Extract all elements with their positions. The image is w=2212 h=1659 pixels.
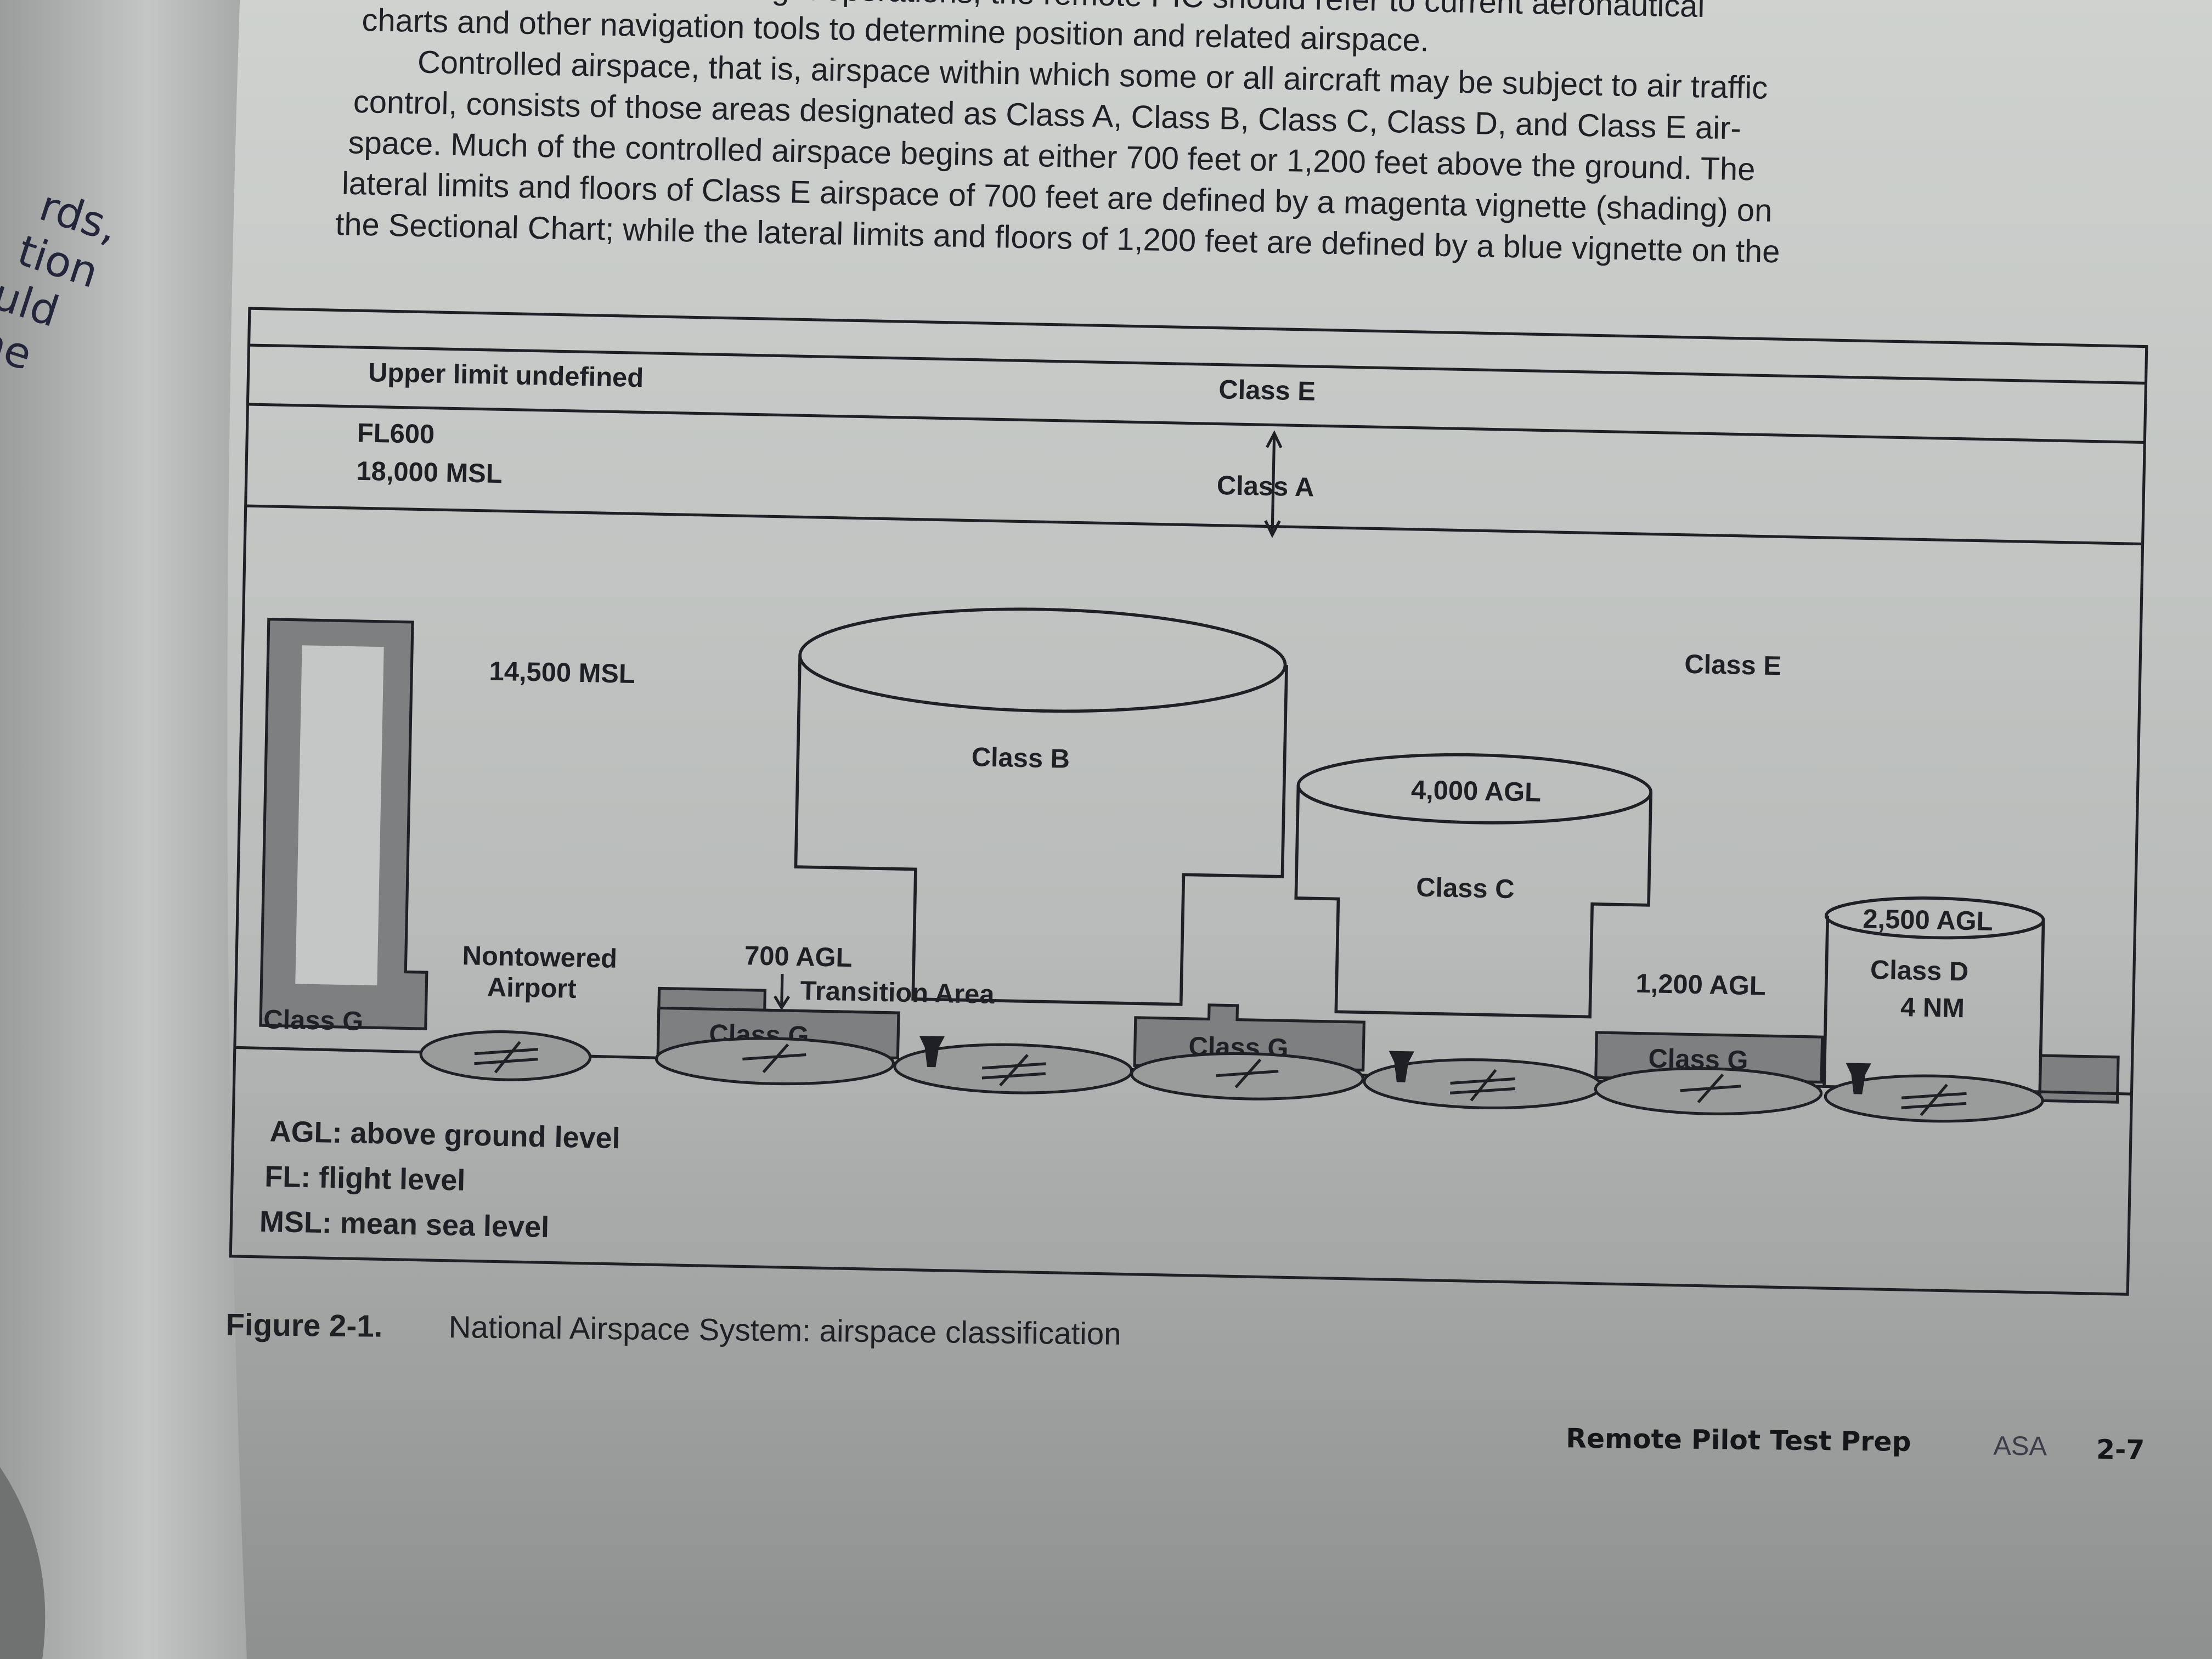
4-nm-label: 4 NM [1900,992,1965,1023]
nontowered-airport-label: Airport [487,973,577,1004]
runway-marks [474,1041,1967,1116]
left-page [0,0,247,1659]
class-b-top [798,607,1287,713]
left-page-text: rds, tion uld me AS A. [0,181,124,380]
class-g-label: Class G [263,1005,364,1036]
figure-caption: Figure 2-1. National Airspace System: ai… [225,1307,1121,1351]
arrow-down-icon [774,973,791,1011]
footer-publisher: ASA [1993,1431,2047,1462]
fl600-label: FL600 [357,418,435,449]
class-g-shape [2038,1054,2120,1104]
page-edge-shadow [0,1467,46,1659]
airspace-figure: Upper limit undefined Class E FL600 18,0… [229,307,2148,1296]
agl-1200-label: 1,200 AGL [1635,969,1766,1001]
msl-14500-label: 14,500 MSL [489,657,635,689]
agl-700-label: 700 AGL [744,941,853,973]
nontowered-airport-label: Nontowered [462,941,617,974]
footer-book-title: Remote Pilot Test Prep [1566,1423,1911,1458]
footer-page-number: 2-7 [2096,1434,2145,1466]
airport-icon [419,1030,592,1081]
transition-area-label: Transition Area [800,976,995,1009]
msl-18000-label: 18,000 MSL [356,456,503,489]
legend-msl: MSL: mean sea level [259,1205,549,1244]
agl-4000-label: 4,000 AGL [1410,775,1541,808]
page-footer: Remote Pilot Test Prep ASA 2-7 [1566,1423,2145,1465]
airport-ellipses [419,1030,2044,1123]
upper-limit-label: Upper limit undefined [368,358,644,393]
band-line-fl600 [247,403,2145,444]
class-c-top [1296,753,1653,825]
class-d-top [1824,896,2045,940]
class-c-shape [1294,785,1653,1019]
class-a-arrow-icon [1264,430,1283,538]
class-d-label: Class D [1870,955,1969,987]
control-tower-icon [919,1036,1871,1094]
class-e-right-label: Class E [1684,650,1782,681]
caption-number: Figure 2-1. [225,1307,383,1344]
class-b-shape [794,655,1288,1006]
figure-frame [229,307,2148,1296]
class-a-label: Class A [1216,471,1314,503]
agl-2500-label: 2,500 AGL [1863,904,1993,936]
caption-text: National Airspace System: airspace class… [448,1310,1121,1351]
legend-agl: AGL: above ground level [269,1115,620,1155]
band-line-18000 [245,504,2143,546]
legend-fl: FL: flight level [264,1160,466,1197]
band-line [249,343,2146,385]
class-e-top-label: Class E [1218,375,1316,407]
class-b-label: Class B [971,742,1070,774]
class-c-label: Class C [1416,873,1515,905]
